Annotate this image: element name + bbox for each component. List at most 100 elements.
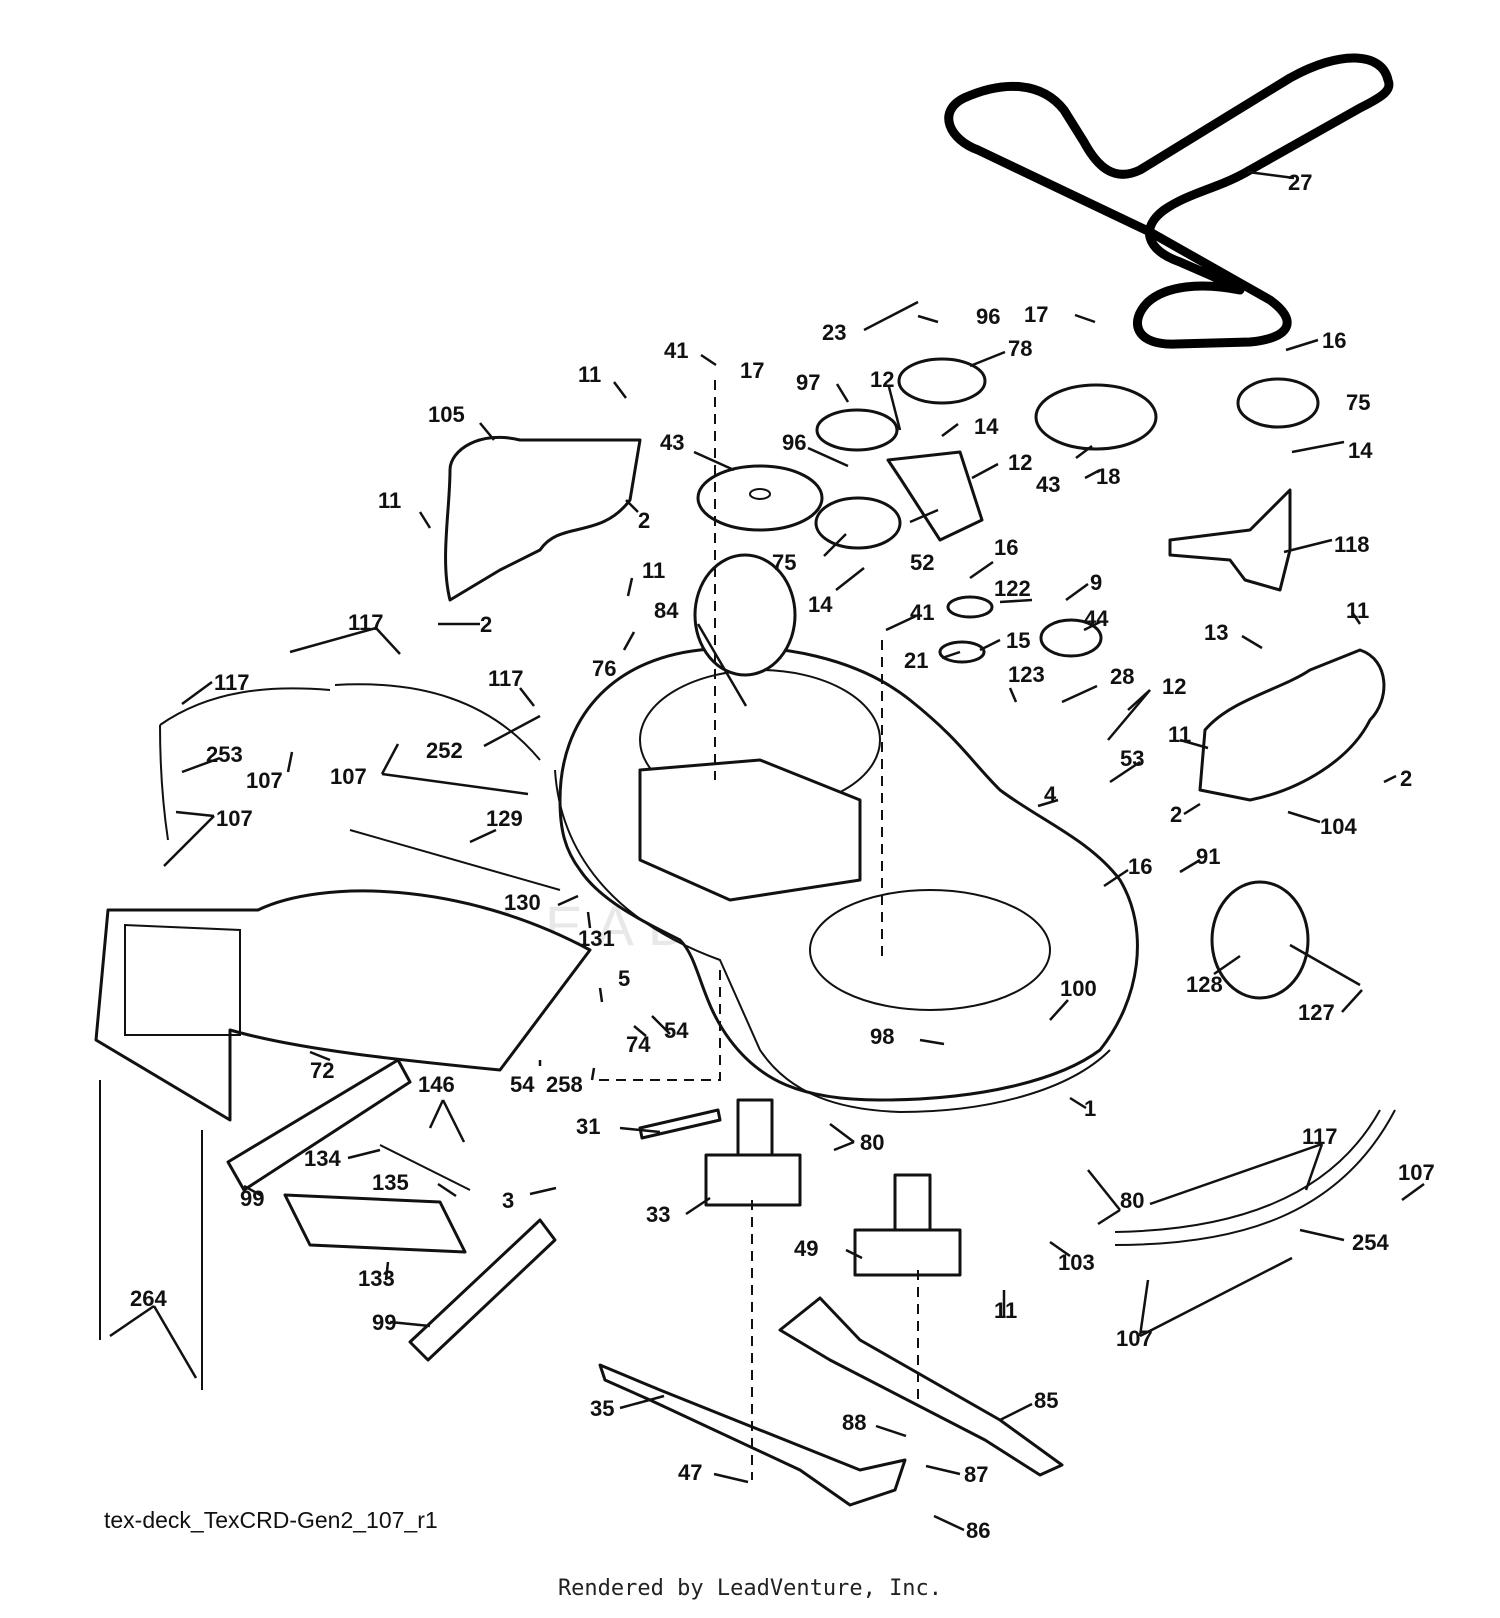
washer-21	[938, 640, 986, 664]
callout-label: 43	[1036, 472, 1060, 497]
callout-label: 12	[1008, 450, 1032, 475]
deck-skirt-edge	[554, 769, 1111, 1114]
callout-label: 41	[910, 600, 934, 625]
wheel-axle-127	[1289, 943, 1361, 987]
callout-label: 54	[510, 1072, 535, 1097]
lift-bracket-99-lower	[408, 1218, 557, 1362]
washer-122	[946, 595, 994, 619]
callout-label: 104	[1320, 814, 1357, 839]
diagram-reference-id: tex-deck_TexCRD-Gen2_107_r1	[104, 1507, 438, 1533]
callout-label: 17	[740, 358, 764, 383]
trim-strip-254	[1114, 1109, 1396, 1246]
drive-belt	[944, 53, 1394, 349]
lift-bracket-99-upper	[226, 1058, 412, 1192]
callout-label: 2	[1170, 802, 1182, 827]
callout-label: 72	[310, 1058, 334, 1083]
callouts: 27 17 16 96 23 78 41 17 97 12 75 11 105 …	[130, 170, 1435, 1543]
callout-label: 16	[1128, 854, 1152, 879]
callout-label: 44	[1084, 606, 1109, 631]
callout-label: 80	[1120, 1188, 1144, 1213]
discharge-chute	[94, 889, 592, 1122]
callout-label: 105	[428, 402, 465, 427]
callout-label: 17	[1024, 302, 1048, 327]
callout-label: 35	[590, 1396, 614, 1421]
callout-label: 47	[678, 1460, 702, 1485]
callout-label: 2	[638, 508, 650, 533]
callout-label: 117	[214, 670, 250, 695]
callout-label: 11	[578, 362, 601, 387]
callout-label: 107	[330, 764, 367, 789]
leader-lines	[109, 170, 1425, 1532]
callout-label: 43	[660, 430, 684, 455]
callout-label: 97	[796, 370, 820, 395]
rod-129	[349, 829, 561, 891]
callout-label: 99	[372, 1310, 396, 1335]
callout-label: 3	[502, 1188, 514, 1213]
callout-label: 87	[964, 1462, 988, 1487]
callout-label: 23	[822, 320, 846, 345]
callout-label: 130	[504, 890, 541, 915]
callout-label: 1	[1084, 1096, 1096, 1121]
gauge-wheel-left	[693, 553, 797, 677]
callout-label: 264	[130, 1286, 167, 1311]
callout-label: 118	[1334, 532, 1370, 557]
callout-label: 146	[418, 1072, 455, 1097]
callout-label: 13	[1204, 620, 1228, 645]
callout-label: 107	[246, 768, 283, 793]
idler-arm-52	[886, 450, 984, 542]
callout-label: 103	[1058, 1250, 1095, 1275]
callout-label: 107	[216, 806, 253, 831]
callout-label: 96	[976, 304, 1000, 329]
callout-label: 122	[994, 576, 1031, 601]
callout-label: 134	[304, 1146, 341, 1171]
bracket-dashed-outline	[595, 970, 721, 1081]
callout-label: 27	[1288, 170, 1312, 195]
callout-label: 75	[772, 550, 796, 575]
callout-label: 76	[592, 656, 616, 681]
callout-label: 9	[1090, 570, 1102, 595]
callout-label: 54	[664, 1018, 689, 1043]
idler-pulley-97	[815, 408, 899, 452]
callout-label: 117	[1302, 1124, 1338, 1149]
gauge-wheel-128	[1210, 880, 1310, 1000]
trim-strip-252	[334, 683, 541, 761]
blade-85	[778, 1296, 1064, 1477]
callout-label: 129	[486, 806, 523, 831]
callout-label: 254	[1352, 1230, 1389, 1255]
deck-center-housing	[638, 758, 862, 902]
callout-label: 99	[240, 1186, 264, 1211]
callout-label: 4	[1044, 782, 1057, 807]
callout-label: 96	[782, 430, 806, 455]
callout-label: 31	[576, 1114, 600, 1139]
spring-rod-134	[379, 1144, 471, 1191]
callout-label: 107	[1398, 1160, 1435, 1185]
callout-label: 52	[910, 550, 934, 575]
trim-strip-253	[159, 687, 331, 841]
callout-label: 14	[1348, 438, 1373, 463]
callout-label: 88	[842, 1410, 866, 1435]
callout-label: 135	[372, 1170, 409, 1195]
callout-label: 131	[578, 926, 615, 951]
callout-label: 74	[626, 1032, 651, 1057]
callout-label: 133	[358, 1266, 395, 1291]
chute-opening	[124, 923, 241, 1036]
callout-label: 253	[206, 742, 243, 767]
callout-label: 15	[1006, 628, 1030, 653]
blade-35	[598, 1363, 907, 1507]
idler-arm-118	[1168, 488, 1292, 592]
callout-label: 16	[1322, 328, 1346, 353]
callout-label: 14	[808, 592, 833, 617]
callout-label: 11	[378, 488, 401, 513]
callout-label: 11	[1346, 598, 1369, 623]
idler-pulley-78	[897, 357, 987, 405]
callout-label: 107	[1116, 1326, 1153, 1351]
render-credit: Rendered by LeadVenture, Inc.	[557, 1576, 943, 1601]
callout-label: 258	[546, 1072, 583, 1097]
callout-label: 12	[1162, 674, 1186, 699]
callout-label: 16	[994, 535, 1018, 560]
callout-label: 2	[480, 612, 492, 637]
callout-label: 123	[1008, 662, 1045, 687]
hanger-bracket-133	[283, 1193, 467, 1254]
callout-label: 128	[1186, 972, 1223, 997]
callout-label: 80	[860, 1130, 884, 1155]
